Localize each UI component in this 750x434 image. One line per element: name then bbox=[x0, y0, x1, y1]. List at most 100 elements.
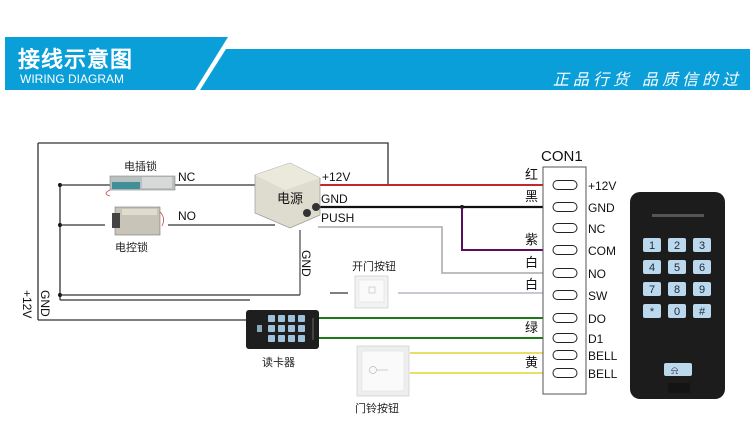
reader-key bbox=[268, 315, 275, 322]
pin-label: +12V bbox=[588, 179, 616, 193]
keypad-key-label: 8 bbox=[674, 284, 680, 296]
bolt-lock-label: 电插锁 bbox=[124, 159, 157, 173]
wire-color-label: 白 bbox=[525, 277, 538, 293]
connector-pin: COM 紫 bbox=[525, 233, 616, 258]
keypad-key[interactable]: # bbox=[693, 304, 711, 318]
keypad-key-label: * bbox=[650, 306, 655, 318]
connector-pin: SW 白 bbox=[525, 277, 608, 303]
banner-left-block bbox=[5, 37, 228, 90]
bell-icon: ⍾ bbox=[671, 364, 678, 377]
pin-label: DO bbox=[588, 312, 606, 326]
keypad-key-label: # bbox=[699, 306, 706, 318]
keypad-key[interactable]: 7 bbox=[643, 282, 661, 296]
keypad-key-label: 1 bbox=[649, 240, 655, 252]
pin-label: BELL bbox=[588, 367, 618, 381]
header-banner: 接线示意图 WIRING DIAGRAM 正品行货 品质信的过 bbox=[0, 0, 750, 100]
reader-key bbox=[288, 335, 295, 342]
doorbell-button[interactable] bbox=[356, 345, 410, 397]
pin-label: SW bbox=[588, 289, 608, 303]
top-loop-wire bbox=[38, 142, 389, 185]
connector-pin: BELL 黄 bbox=[525, 356, 618, 381]
left-12v-label: +12V bbox=[20, 290, 34, 318]
reader-key bbox=[268, 325, 275, 332]
connector-pin: D1绿 bbox=[525, 321, 604, 346]
keypad-key[interactable]: * bbox=[643, 304, 661, 318]
push-label: PUSH bbox=[321, 211, 354, 225]
wire-color-label: 红 bbox=[525, 167, 538, 183]
connector-pin: BELL bbox=[552, 349, 618, 363]
keypad-key-label: 0 bbox=[674, 306, 680, 318]
keypad-key[interactable]: 2 bbox=[668, 238, 686, 252]
reader-key bbox=[278, 315, 285, 322]
electric-lock bbox=[112, 206, 164, 236]
keypad-key[interactable]: 3 bbox=[693, 238, 711, 252]
electric-lock-label: 电控锁 bbox=[115, 240, 148, 254]
reader-key bbox=[288, 325, 295, 332]
reader-key bbox=[268, 335, 275, 342]
keypad-key-label: 6 bbox=[699, 262, 705, 274]
card-reader-keypad bbox=[268, 315, 305, 342]
connector-pin: NC bbox=[552, 222, 606, 236]
wire-color-label: 黑 bbox=[525, 190, 538, 205]
exit-button[interactable] bbox=[354, 275, 389, 309]
keypad-key-label: 3 bbox=[699, 240, 705, 252]
page-subtitle: WIRING DIAGRAM bbox=[20, 72, 124, 86]
connector-pin: NO 白 bbox=[525, 255, 606, 281]
wire-color-label: 黄 bbox=[525, 356, 538, 371]
purple-wire bbox=[461, 207, 555, 251]
keypad-key[interactable]: 9 bbox=[693, 282, 711, 296]
connector-pin: GND 黑 bbox=[525, 190, 615, 215]
connector-pin: +12V 红 bbox=[525, 167, 616, 193]
reader-key bbox=[278, 325, 285, 332]
pin-terminal bbox=[552, 245, 578, 255]
reader-key bbox=[298, 325, 305, 332]
power-supply-label: 电源 bbox=[277, 192, 303, 207]
keypad-key-label: 9 bbox=[699, 284, 705, 296]
keypad-key[interactable]: 0 bbox=[668, 304, 686, 318]
wire-color-label: 紫 bbox=[525, 233, 538, 248]
keypad-key[interactable]: 8 bbox=[668, 282, 686, 296]
banner-right-block bbox=[200, 49, 750, 90]
keypad-key[interactable]: 4 bbox=[643, 260, 661, 274]
pin-terminal bbox=[552, 223, 578, 233]
left-gnd-label: GND bbox=[38, 290, 52, 317]
connector-title: CON1 bbox=[541, 148, 583, 165]
no-label: NO bbox=[178, 209, 196, 223]
doorbell-button-label: 门铃按钮 bbox=[355, 401, 399, 415]
pin-terminal bbox=[552, 313, 578, 323]
slogan: 正品行货 品质信的过 bbox=[552, 70, 742, 89]
nc-label: NC bbox=[178, 170, 196, 184]
keypad-key-label: 7 bbox=[649, 284, 655, 296]
pin-label: GND bbox=[588, 201, 615, 215]
banner-background bbox=[5, 37, 750, 90]
wire-color-label: 白 bbox=[525, 255, 538, 271]
pin-terminal bbox=[552, 180, 578, 190]
psu-gnd-vertical-label: GND bbox=[299, 250, 313, 277]
keypad-key[interactable]: 5 bbox=[668, 260, 686, 274]
keypad-key-label: 4 bbox=[649, 262, 655, 274]
reader-key bbox=[298, 315, 305, 322]
pin-terminal bbox=[552, 368, 578, 378]
exit-button-label: 开门按钮 bbox=[352, 259, 396, 273]
pin-terminal bbox=[552, 350, 578, 360]
card-reader-label: 读卡器 bbox=[262, 355, 295, 369]
pin-terminal bbox=[552, 290, 578, 300]
bolt-lock bbox=[105, 175, 176, 197]
plus12v-label: +12V bbox=[322, 170, 350, 184]
keypad-key[interactable]: 6 bbox=[693, 260, 711, 274]
reader-key bbox=[278, 335, 285, 342]
reader-key bbox=[288, 315, 295, 322]
pin-label: NC bbox=[588, 222, 606, 236]
white-wire-no bbox=[318, 226, 555, 274]
pin-label: COM bbox=[588, 244, 616, 258]
keypad-key-label: 2 bbox=[674, 240, 680, 252]
power-supply bbox=[254, 162, 321, 229]
pin-label: NO bbox=[588, 267, 606, 281]
keypad-keys: 1 2 3 4 5 6 7 8 9 * 0 # bbox=[643, 238, 711, 318]
keypad-key[interactable]: 1 bbox=[643, 238, 661, 252]
pin-terminal bbox=[552, 202, 578, 212]
keypad-key-label: 5 bbox=[674, 262, 680, 274]
page-title: 接线示意图 bbox=[18, 48, 134, 73]
pin-terminal bbox=[552, 333, 578, 343]
